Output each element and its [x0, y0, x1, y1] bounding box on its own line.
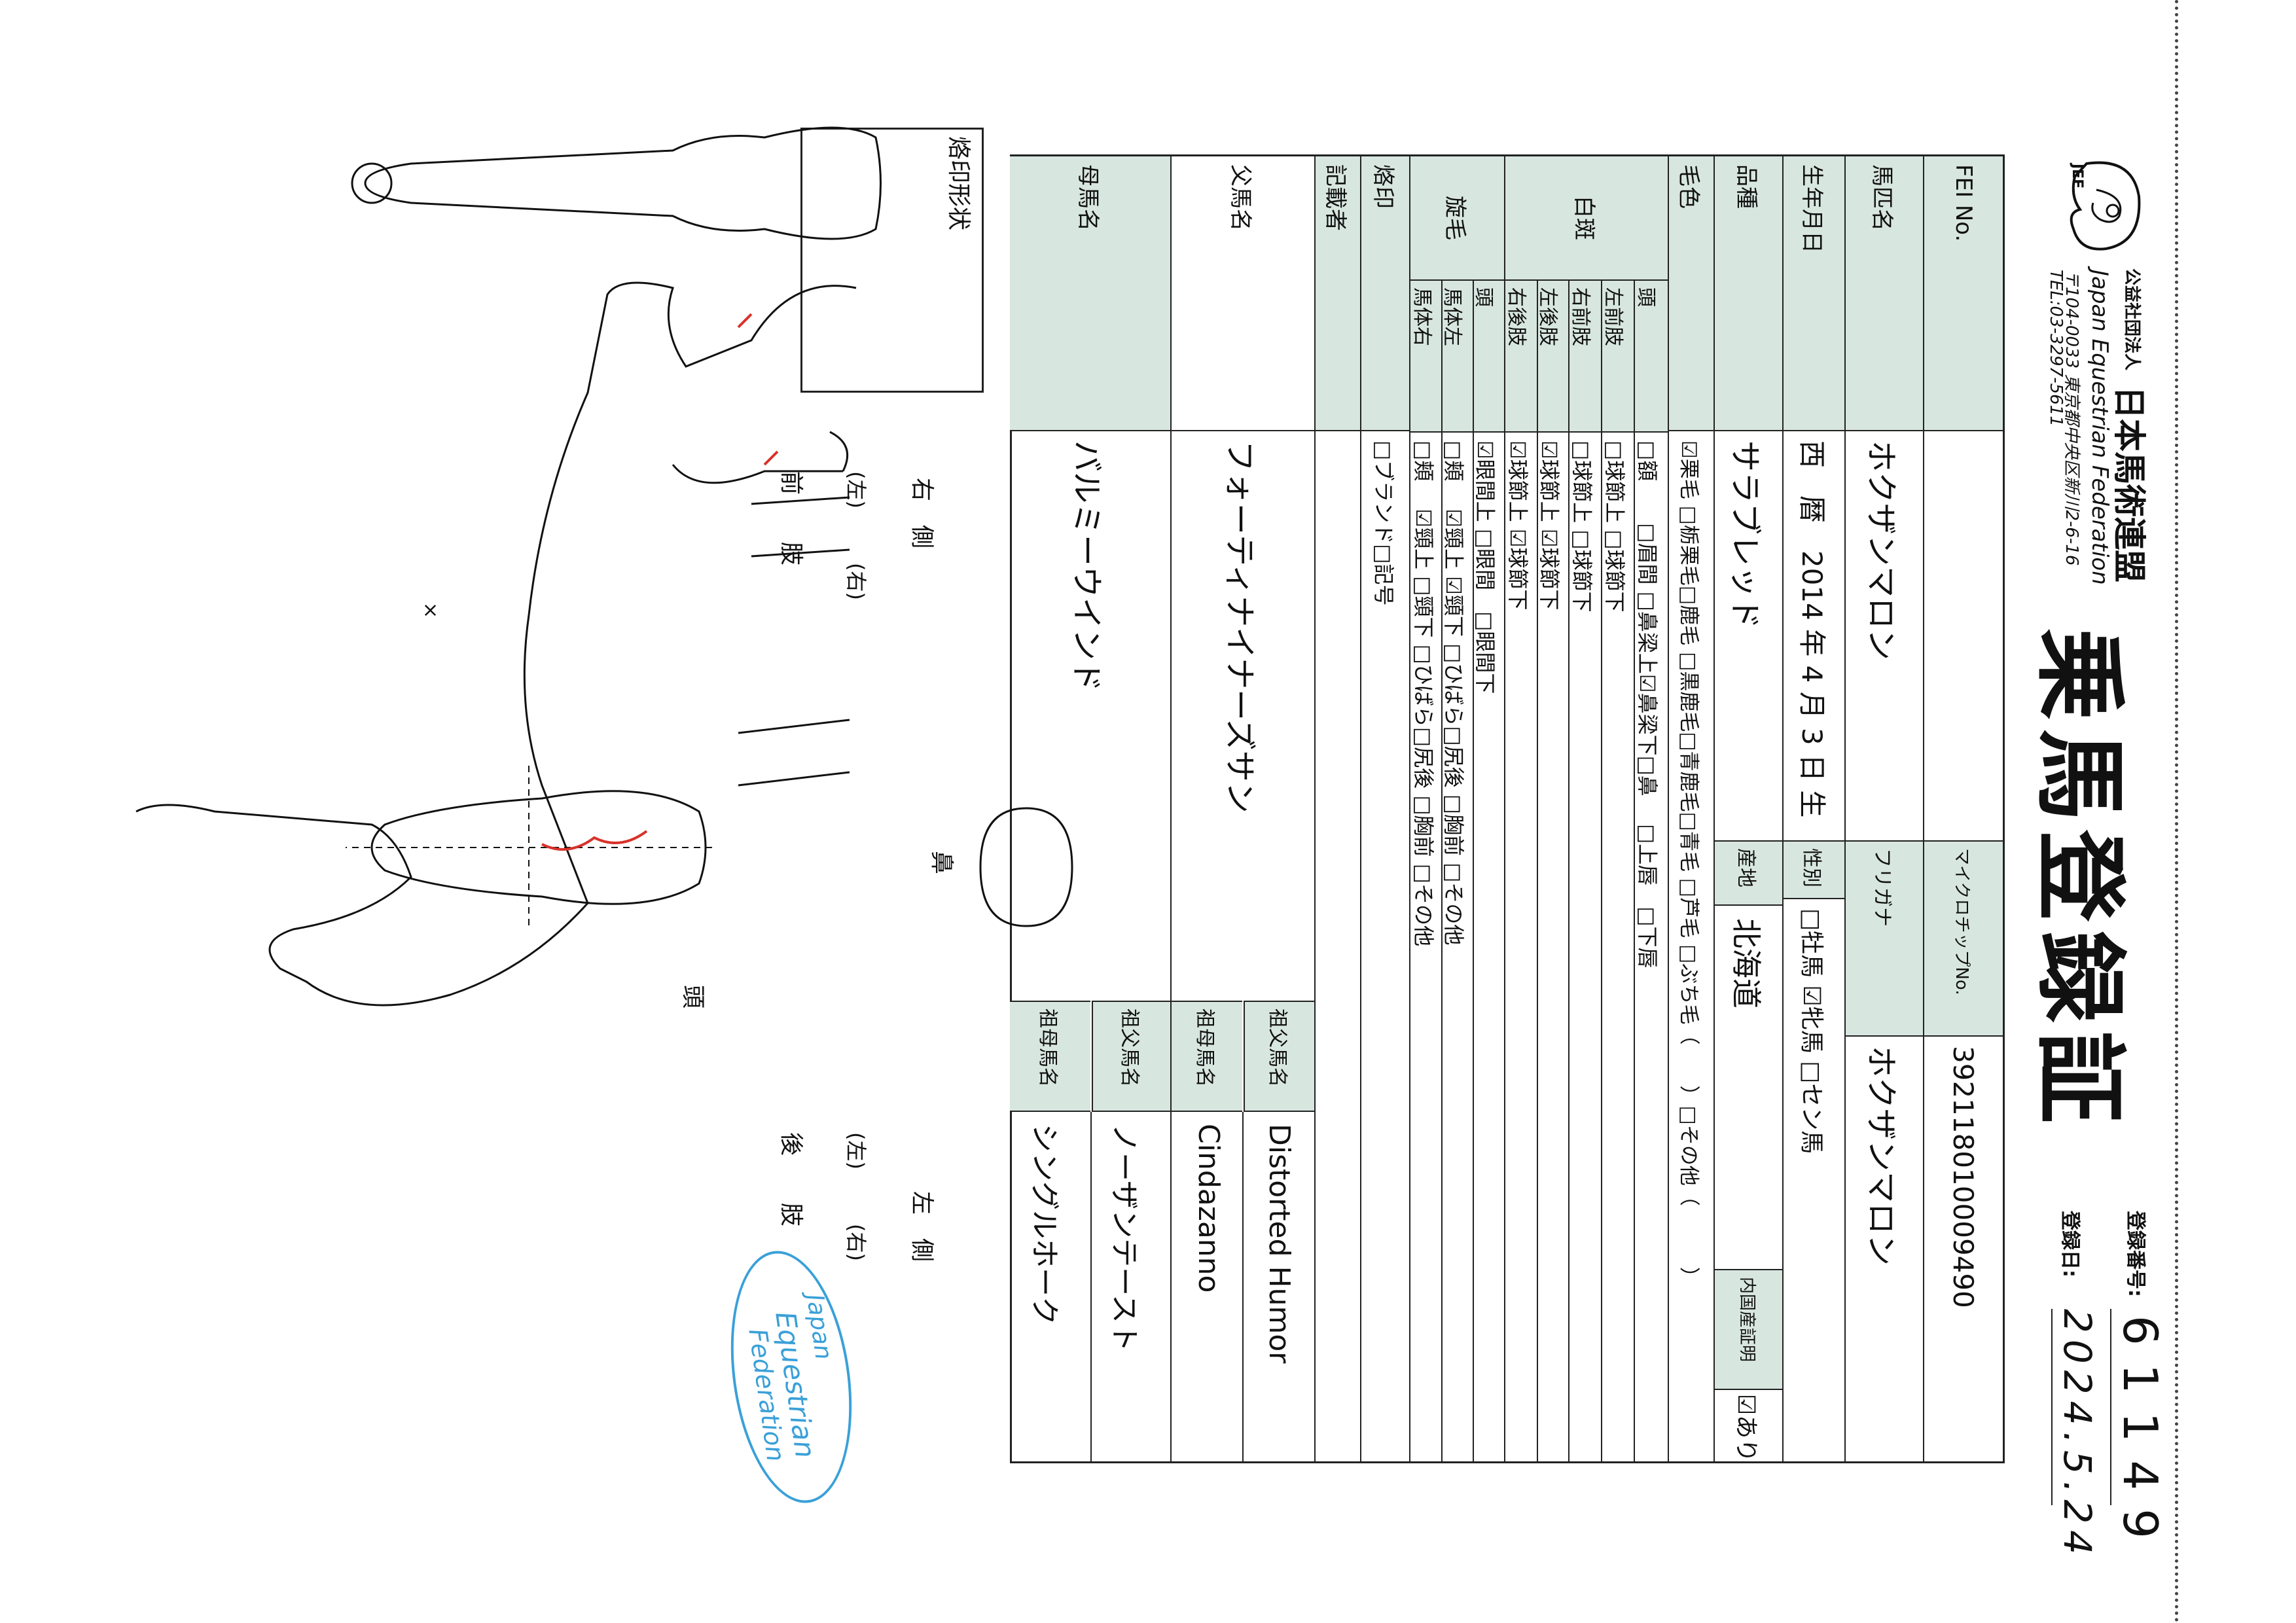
right-side-label: 右 側	[908, 478, 935, 549]
right-side-diagram: ×	[135, 281, 857, 1007]
org-tel: TEL:03-3297-5611	[2046, 270, 2066, 427]
white-rf-label: 右前肢	[1569, 287, 1592, 346]
reg-no-label: 登録番号:	[2124, 1211, 2147, 1297]
rule	[1504, 156, 1505, 1461]
org-name-en: Japan Equestrian Federation	[2087, 270, 2113, 585]
svg-text:×: ×	[419, 602, 442, 618]
jef-stamp: Japan Equestrian Federation	[715, 1243, 867, 1511]
foreleg-right-label: (右)	[844, 563, 869, 600]
nose-label: 鼻	[928, 851, 955, 875]
top-view-diagram	[351, 126, 882, 240]
rule	[1715, 840, 2003, 842]
rule	[1923, 156, 1924, 1461]
white-lf-value: □球節上 □球節下	[1602, 440, 1627, 613]
head-diagram	[346, 766, 712, 929]
white-rf-value: □球節上 □球節下	[1570, 440, 1594, 613]
whorl-head-label: 頭	[1472, 287, 1495, 307]
hindleg-left-label: (左)	[844, 1132, 869, 1169]
rule	[1782, 156, 1784, 1461]
brand-shape-label: 烙印形状	[945, 136, 972, 231]
reg-date: 2024.5.24	[2055, 1309, 2100, 1561]
color-value: ☑栗毛 □栃栗毛□鹿毛 □黒鹿毛□青鹿毛□青毛 □芦毛 □ぶち毛（ ）□その他（…	[1677, 440, 1701, 1287]
hindlegs-label: 後 肢	[778, 1132, 804, 1227]
furigana-label: フリガナ	[1846, 840, 1923, 1037]
dob-value: 西 暦 2014 年 4 月 3 日 生	[1796, 440, 1828, 818]
domestic-value: ☑あり	[1732, 1394, 1760, 1463]
org-prefix: 公益社団法人	[2122, 268, 2142, 371]
furigana-value: ホクザンマロン	[1863, 1046, 1899, 1266]
breed-label: 品種	[1715, 156, 1782, 431]
jef-logo: JEF	[2060, 151, 2159, 255]
white-lf-label: 左前肢	[1602, 287, 1624, 346]
sex-label: 性別	[1784, 840, 1844, 899]
white-head-value: □額 □眉間 □鼻梁上☑鼻梁下□鼻 □上唇 □下唇	[1635, 440, 1660, 969]
breed-value: サラブレッド	[1727, 440, 1764, 630]
white-rh-value: ☑球節上 ☑球節下	[1505, 440, 1530, 611]
dob-label: 生年月日	[1784, 156, 1844, 431]
reg-no-underline	[2110, 1309, 2111, 1505]
row-fei: FEI No. マイクロチップNo. 392118010009490	[1924, 156, 2003, 1461]
left-side-diagram	[804, 249, 1458, 1165]
reg-date-label: 登録日:	[2058, 1211, 2081, 1277]
rule	[1668, 156, 1669, 1461]
reg-date-underline	[2051, 1309, 2053, 1505]
white-head-label: 頭	[1634, 287, 1657, 307]
logo-text: JEF	[2069, 164, 2085, 189]
color-label: 毛色	[1669, 156, 1713, 431]
white-label: 白斑	[1505, 156, 1668, 281]
row-color: 毛色 ☑栗毛 □栃栗毛□鹿毛 □黒鹿毛□青鹿毛□青毛 □芦毛 □ぶち毛（ ）□そ…	[1669, 156, 1713, 1461]
white-markings: 白斑 頭 左前肢 右前肢 左後肢 右後肢 □額 □眉間 □鼻梁上☑鼻梁下□鼻 □…	[1505, 156, 1668, 1461]
domestic-label: 内国産証明	[1715, 1269, 1782, 1390]
name-value: ホクザンマロン	[1863, 440, 1899, 661]
left-side-label: 左 側	[908, 1191, 935, 1262]
row-name: 馬匹名 ホクザンマロン フリガナ ホクザンマロン	[1846, 156, 1923, 1461]
origin-value: 北海道	[1729, 918, 1765, 1008]
origin-label: 産地	[1715, 840, 1782, 906]
forelegs-label: 前 肢	[778, 471, 804, 566]
org-name: 日本馬術連盟	[2110, 386, 2148, 582]
hindleg-right-label: (右)	[844, 1224, 869, 1261]
rule	[1713, 156, 1715, 1461]
white-lh-value: ☑球節上 ☑球節下	[1537, 440, 1562, 611]
head-label: 頭	[679, 985, 706, 1009]
microchip-label: マイクロチップNo.	[1924, 840, 2003, 1037]
rule	[1844, 156, 1846, 1461]
foreleg-left-label: (左)	[844, 471, 869, 508]
doc-title: 乗馬登録証	[2026, 628, 2132, 1133]
white-rh-label: 右後肢	[1505, 287, 1528, 346]
nose-diagram	[979, 807, 1073, 927]
row-breed: 品種 サラブレッド 産地 北海道 内国産証明 ☑あり	[1715, 156, 1782, 1463]
reg-no: 61149	[2113, 1315, 2168, 1558]
whorl-head-value: ☑眼間上 □眼間 □眼間下	[1473, 440, 1498, 694]
sex-value: □牡馬 ☑牝馬 □セン馬	[1798, 908, 1825, 1154]
name-label: 馬匹名	[1846, 156, 1923, 431]
row-dob: 生年月日 西 暦 2014 年 4 月 3 日 生 性別 □牡馬 ☑牝馬 □セン…	[1784, 156, 1844, 1461]
white-lh-label: 左後肢	[1536, 287, 1559, 346]
top-dotted-border	[2175, 0, 2178, 1623]
fei-label: FEI No.	[1924, 156, 2003, 431]
microchip-value: 392118010009490	[1947, 1046, 1980, 1308]
